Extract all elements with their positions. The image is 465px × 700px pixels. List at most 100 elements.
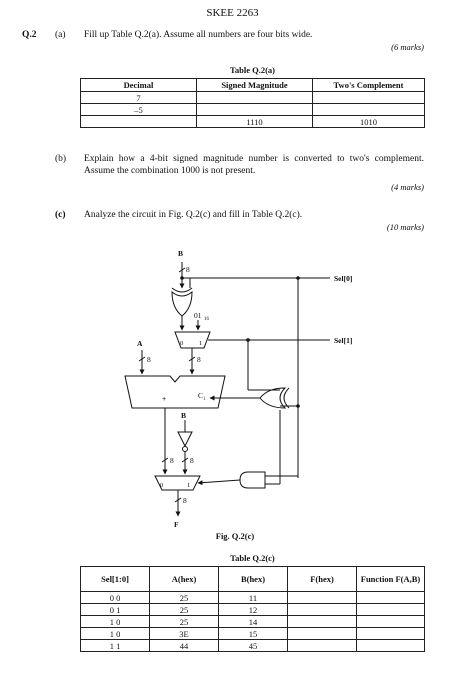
table-cell: 25 (149, 615, 219, 628)
label-width: 8 (197, 355, 201, 364)
part-a-text: Fill up Table Q.2(a). Assume all numbers… (84, 30, 313, 40)
table-cell: 25 (149, 591, 219, 604)
label-cin-sub: i (204, 397, 206, 402)
inverter-bubble (182, 446, 188, 452)
bus-slash (138, 356, 146, 362)
label-mux-top-0: 0 (180, 340, 183, 347)
inverter (177, 431, 193, 448)
table-cell: 25 (149, 603, 219, 616)
table-c-header: Function F(A,B) (356, 566, 425, 592)
table-row: 1110 1010 (80, 115, 425, 128)
bus-slash (178, 267, 186, 273)
label-const-sub: 16 (204, 317, 210, 322)
bus-slash (161, 457, 169, 463)
table-cell (287, 639, 357, 652)
mux-bottom (154, 475, 201, 491)
part-c-marks: (10 marks) (386, 222, 424, 232)
table-cell: 0 1 (80, 603, 150, 616)
table-a-caption: Table Q.2(a) (229, 65, 276, 75)
table-cell (196, 91, 313, 104)
question-number: Q.2 (22, 30, 37, 40)
table-a-header: Two's Complement (312, 78, 425, 92)
mux-top (174, 331, 211, 349)
table-cell (80, 115, 197, 128)
table-row: 0 0 25 11 (80, 591, 425, 604)
table-cell (312, 91, 425, 104)
label-width: 8 (170, 456, 174, 465)
bus-slash (174, 497, 182, 503)
table-a: Decimal Signed Magnitude Two's Complemen… (80, 78, 425, 128)
part-c-text: Analyze the circuit in Fig. Q.2(c) and f… (84, 210, 303, 220)
table-cell: 12 (218, 603, 288, 616)
page-header: SKEE 2263 (206, 7, 259, 19)
label-plus: + (162, 394, 166, 403)
label-cin: C (198, 391, 203, 400)
table-cell: 0 0 (80, 591, 150, 604)
label-width: 8 (190, 456, 194, 465)
part-b-marks: (4 marks) (391, 182, 424, 192)
table-a-header-row: Decimal Signed Magnitude Two's Complemen… (80, 78, 425, 92)
label-width: 8 (183, 496, 187, 505)
table-c-header: A(hex) (149, 566, 219, 592)
wire-and-out (197, 479, 241, 486)
table-c-header: Sel[1:0] (80, 566, 150, 592)
table-cell (356, 591, 425, 604)
table-cell: 15 (218, 627, 288, 640)
table-cell: –5 (80, 103, 197, 116)
table-row: 7 (80, 91, 425, 104)
label-mux-bot-1: 1 (187, 482, 190, 489)
xor-gate-right-curve (283, 387, 290, 409)
table-row: 1 1 44 45 (80, 639, 425, 652)
table-cell: 1010 (312, 115, 425, 128)
label-sel1: Sel[1] (334, 336, 352, 345)
label-const: 01 (194, 311, 202, 320)
table-cell: 1 1 (80, 639, 150, 652)
table-cell: 7 (80, 91, 197, 104)
and-gate (239, 471, 266, 489)
table-cell (356, 627, 425, 640)
part-a-label: (a) (55, 30, 66, 40)
bus-slash (188, 356, 196, 362)
table-c-header: F(hex) (287, 566, 357, 592)
table-cell (356, 603, 425, 616)
table-cell: 1110 (196, 115, 313, 128)
table-c-caption: Table Q.2(c) (230, 553, 275, 563)
table-cell: 14 (218, 615, 288, 628)
table-cell (312, 103, 425, 116)
table-row: 0 1 25 12 (80, 603, 425, 616)
table-cell (287, 627, 357, 640)
table-cell (196, 103, 313, 116)
table-cell (356, 615, 425, 628)
label-b-mid: B (181, 411, 186, 420)
table-c-header: B(hex) (218, 566, 288, 592)
part-b-text: Explain how a 4-bit signed magnitude num… (84, 154, 424, 176)
xor-gate-right (259, 387, 287, 409)
table-cell (287, 615, 357, 628)
adder (124, 375, 226, 409)
table-cell: 44 (149, 639, 219, 652)
label-f: F (174, 520, 179, 529)
part-a-marks: (6 marks) (391, 42, 424, 52)
circuit-diagram: B 8 01 16 0 1 A 8 8 + C i B 8 8 0 1 8 F … (124, 249, 352, 529)
table-cell: 11 (218, 591, 288, 604)
label-mux-top-1: 1 (199, 340, 202, 347)
table-a-header: Decimal (80, 78, 197, 92)
table-cell (287, 591, 357, 604)
table-cell: 1 0 (80, 615, 150, 628)
table-cell: 1 0 (80, 627, 150, 640)
table-cell (356, 639, 425, 652)
table-cell: 3E (149, 627, 219, 640)
part-b-label: (b) (55, 154, 67, 164)
label-a: A (137, 339, 143, 348)
label-sel0: Sel[0] (334, 274, 352, 283)
label-width: 8 (147, 355, 151, 364)
table-a-header: Signed Magnitude (196, 78, 313, 92)
part-c-label: (c) (55, 210, 66, 220)
label-b-top: B (178, 249, 183, 258)
table-row: 1 0 3E 15 (80, 627, 425, 640)
table-c-header-row: Sel[1:0] A(hex) B(hex) F(hex) Function F… (80, 566, 425, 592)
table-c: Sel[1:0] A(hex) B(hex) F(hex) Function F… (80, 566, 425, 652)
label-mux-bot-0: 0 (160, 482, 163, 489)
xor-gate-top (171, 290, 193, 317)
table-row: –5 (80, 103, 425, 116)
